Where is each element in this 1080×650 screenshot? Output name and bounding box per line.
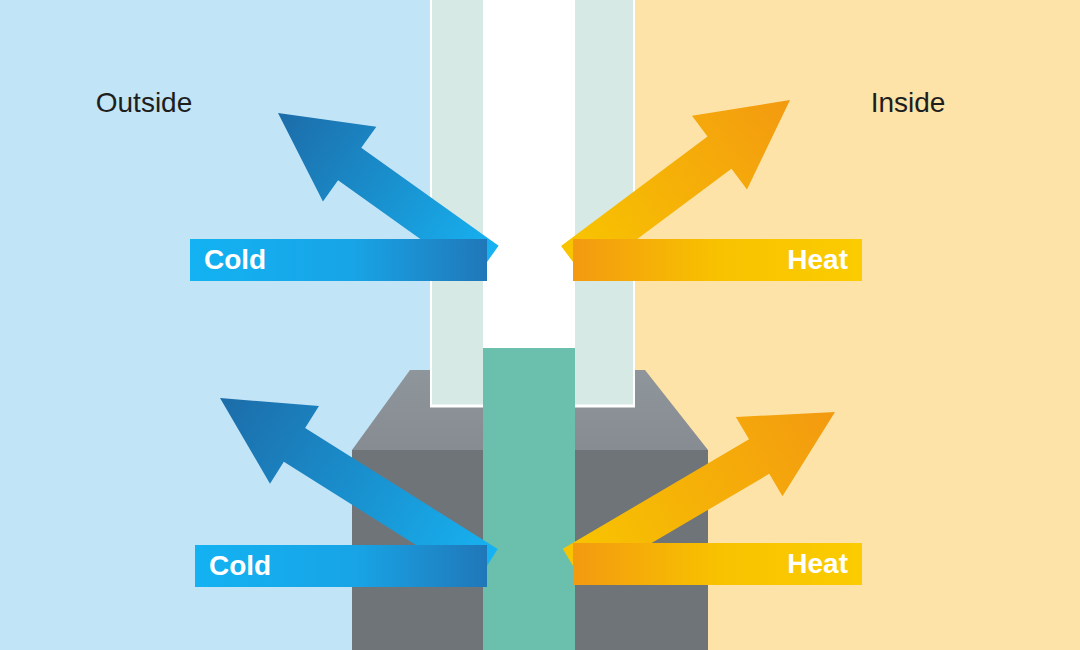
band-label: Cold [204,244,266,276]
air-gap [483,0,575,350]
flow-band: Heat [573,239,862,281]
band-label: Cold [209,550,271,582]
inside-ground [540,0,1080,650]
flow-band: Cold [195,545,487,587]
arrows [220,100,835,583]
flow-band: Cold [190,239,487,281]
side-label: Outside [96,87,193,119]
outside-ground [0,0,540,650]
flow-band: Heat [573,543,862,585]
band-label: Heat [787,548,848,580]
warm-edge-spacer [483,348,575,650]
band-label: Heat [787,244,848,276]
side-label: Inside [871,87,946,119]
